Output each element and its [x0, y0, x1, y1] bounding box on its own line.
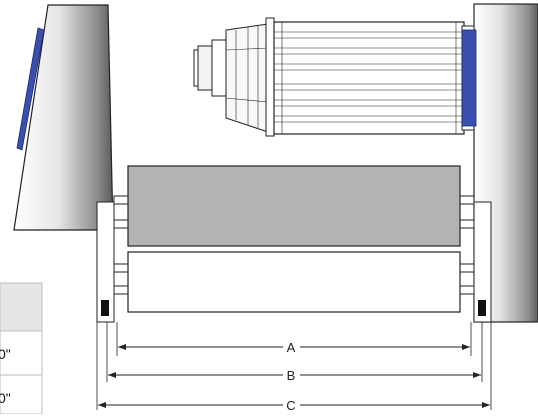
dimension-extension-lines [96, 322, 492, 410]
left-roller-bracket [96, 201, 115, 323]
drive-motor [193, 17, 477, 137]
left-frame-panel [0, 0, 115, 252]
left-panel-blue-strip [16, 27, 45, 151]
dimension-table-header [0, 282, 43, 332]
lower-roller [127, 251, 461, 313]
dimension-c-label: C [286, 398, 295, 413]
dimension-table-row-1-value: 0" [0, 346, 11, 362]
upper-roller [127, 165, 461, 247]
dimension-b [108, 372, 481, 378]
motor-blue-end-cap [461, 29, 477, 127]
dimension-a-label: A [287, 340, 296, 355]
dimension-a [118, 344, 470, 350]
dimension-c [98, 402, 490, 408]
dimension-table-row-2-value: 0" [0, 390, 11, 406]
dimension-b-label: B [287, 368, 296, 383]
right-roller-bracket [473, 201, 492, 323]
dimension-table: 0" 0" [0, 282, 43, 415]
